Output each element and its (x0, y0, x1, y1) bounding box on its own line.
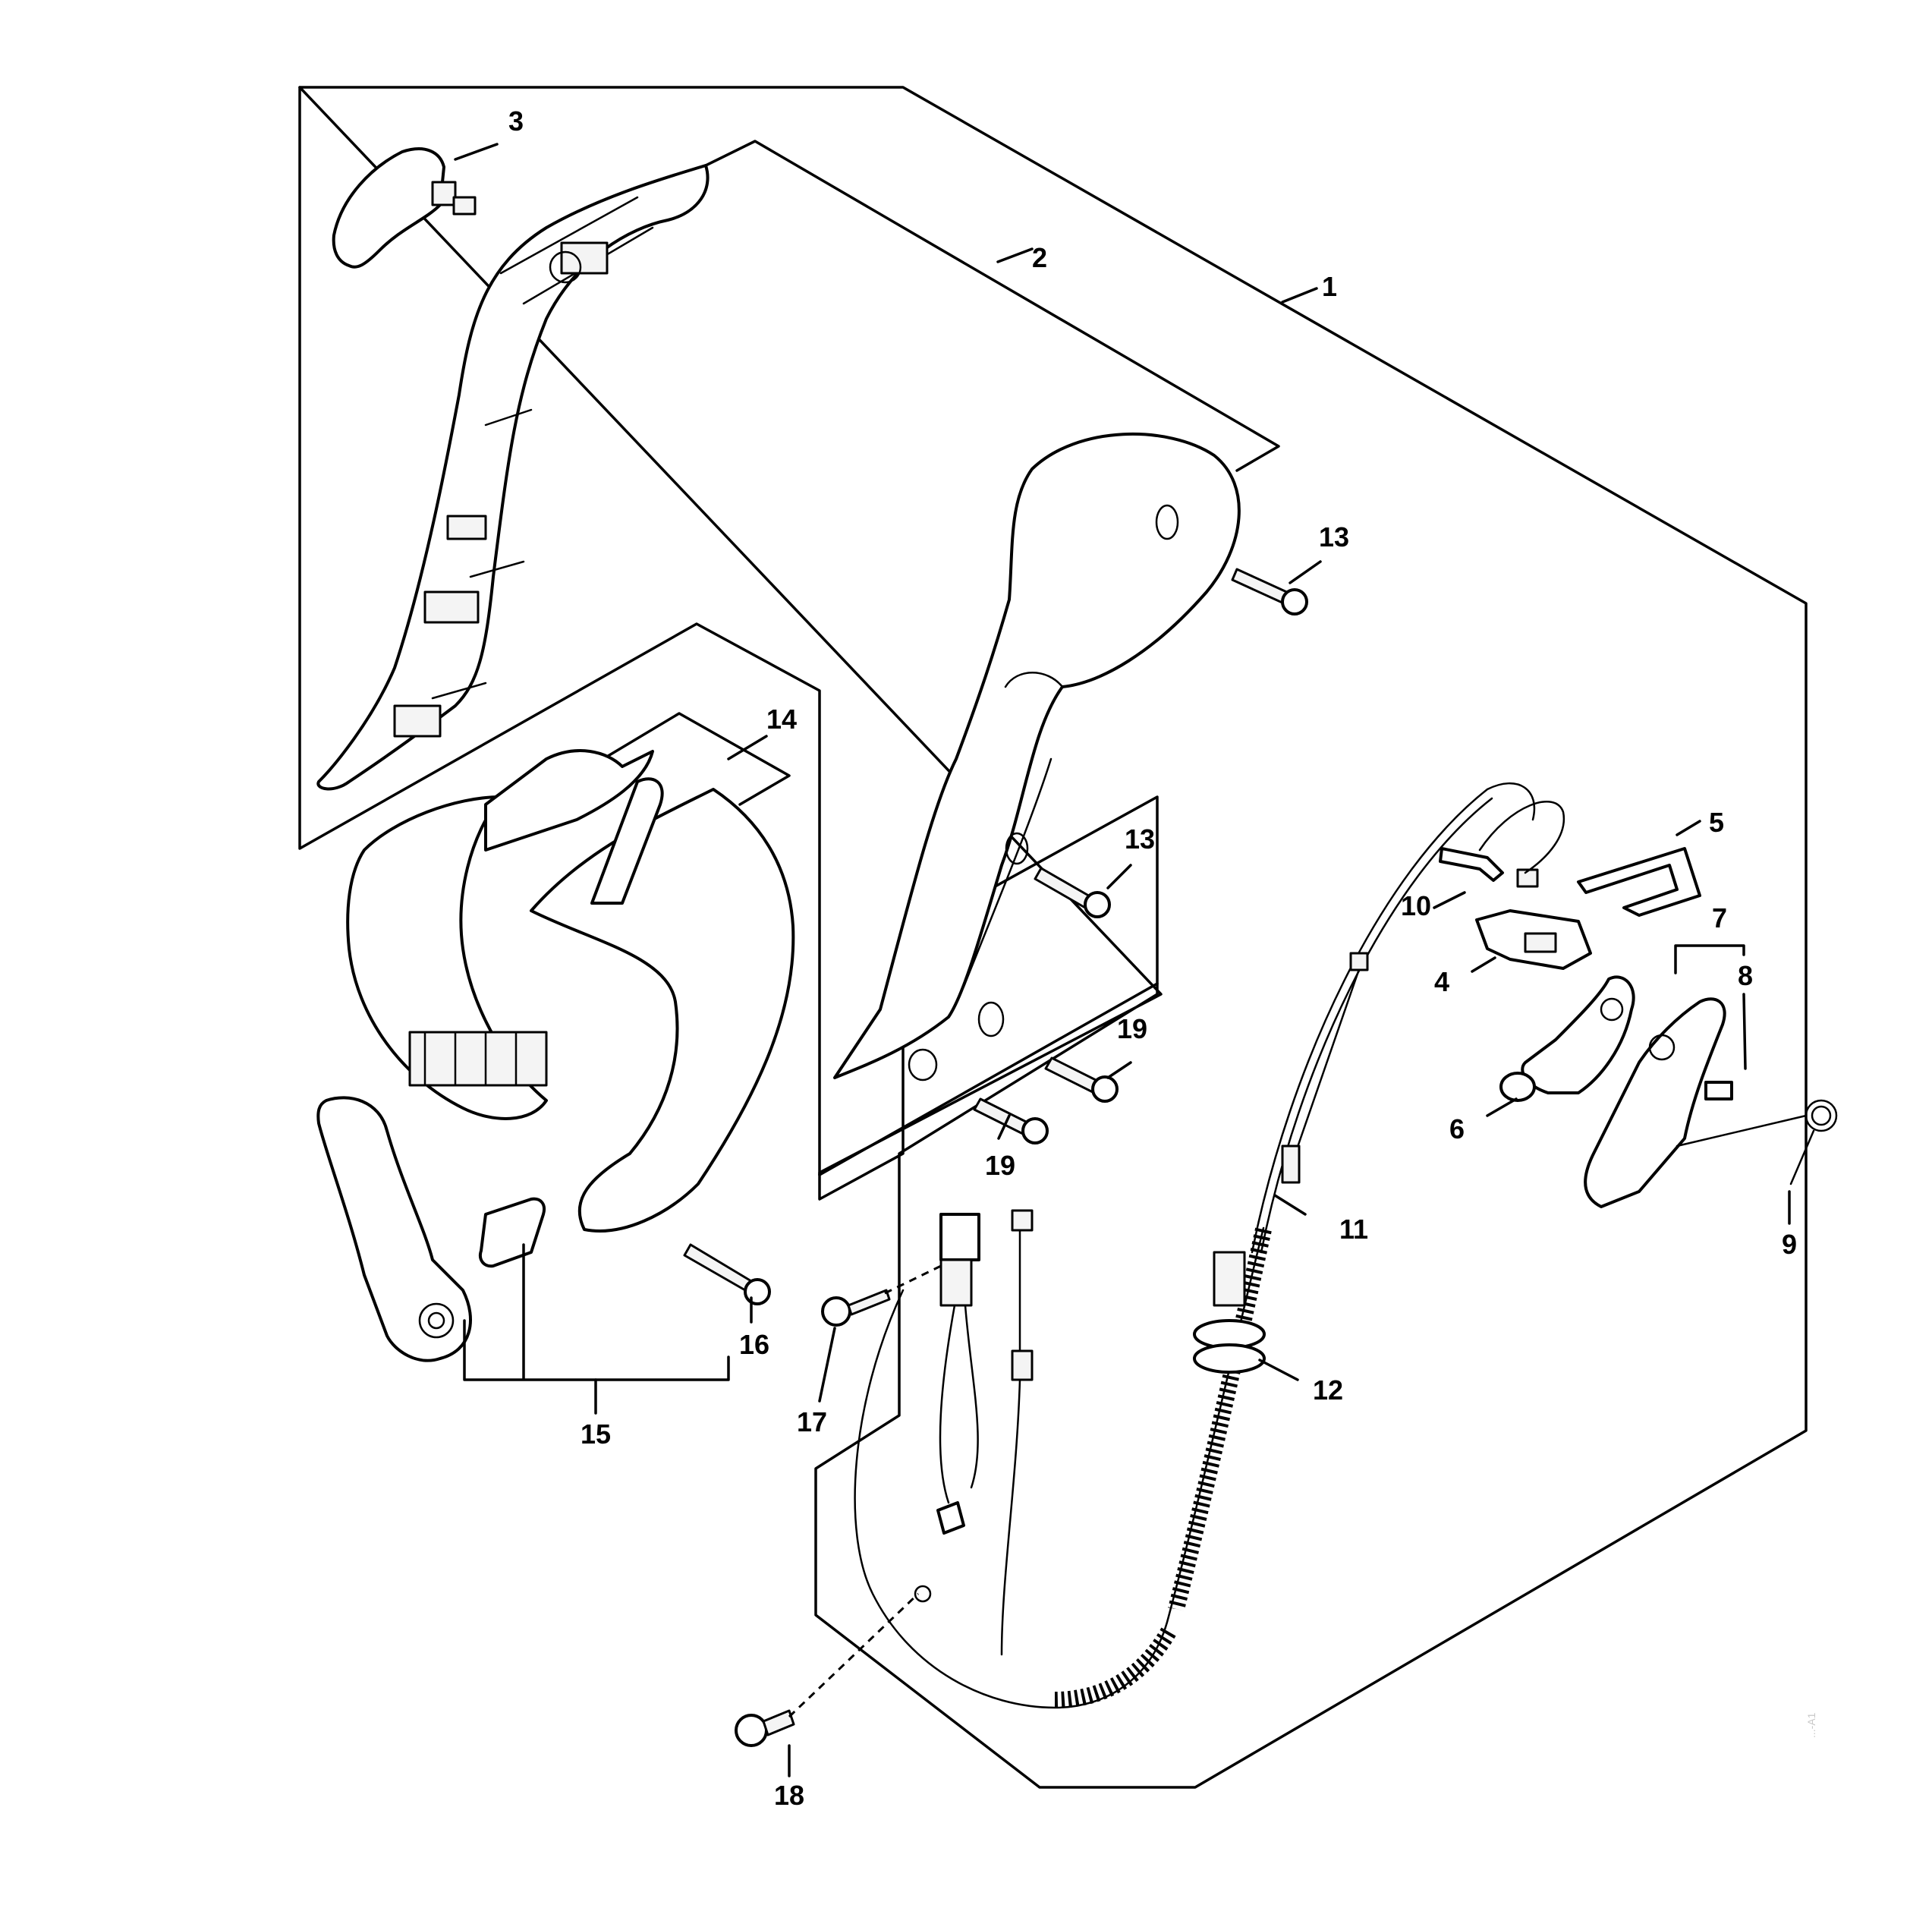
callout-15: 15 (581, 1418, 611, 1450)
callout-1: 1 (1322, 271, 1337, 302)
callout-11: 11 (1339, 1214, 1368, 1245)
handle-frame-part (316, 164, 710, 791)
throttle-cable-part-11 (1251, 782, 1536, 1254)
connector-part-10 (1439, 800, 1565, 888)
callout-labels: 3 2 1 13 14 13 10 5 7 4 8 19 6 19 11 9 1… (508, 105, 1797, 1811)
callout-17: 17 (797, 1406, 827, 1437)
callout-10: 10 (1401, 890, 1431, 921)
callout-7: 7 (1712, 902, 1727, 934)
group-outline-19 (818, 982, 1159, 1176)
clip-part-5 (1577, 847, 1701, 917)
wiring-harness-part (788, 1209, 1034, 1718)
lever-part-7 (1584, 997, 1726, 1208)
pin-part-8 (1704, 1081, 1733, 1100)
callout-3: 3 (508, 105, 524, 137)
callout-19-lower: 19 (985, 1150, 1015, 1181)
group-outline-1-upper (298, 86, 821, 1176)
group-outline-14 (604, 712, 791, 806)
screw-part-13-lower (1034, 867, 1111, 918)
callout-19-upper: 19 (1117, 1013, 1147, 1044)
screw-part-16 (683, 1243, 771, 1305)
group-outline-1 (298, 86, 1808, 1789)
switch-part-4 (1475, 909, 1592, 970)
lever-part-6 (1499, 975, 1635, 1102)
group-outline-2 (704, 140, 1280, 472)
screw-part-19-upper (1044, 1056, 1119, 1103)
bracket-housing-part-14 (346, 749, 795, 1233)
screw-part-18 (735, 1709, 795, 1747)
callout-9: 9 (1782, 1229, 1797, 1260)
lever-part-3 (332, 147, 477, 269)
callout-5: 5 (1709, 807, 1724, 838)
cable-part-12 (854, 1226, 1272, 1709)
callout-18: 18 (774, 1780, 804, 1811)
spring-part-9 (1676, 1099, 1838, 1185)
callout-14: 14 (766, 704, 797, 735)
screw-part-19-lower (973, 1097, 1049, 1144)
leader-lines (454, 143, 1791, 1777)
image-code: ...-A1 (1805, 1712, 1817, 1738)
trigger-part-15 (316, 1096, 546, 1362)
screw-part-17 (821, 1289, 891, 1327)
handle-shell-part (833, 432, 1241, 1081)
callout-13-lower: 13 (1125, 823, 1155, 855)
callout-12: 12 (1313, 1374, 1343, 1406)
callout-6: 6 (1449, 1113, 1465, 1144)
callout-16: 16 (739, 1329, 769, 1360)
callout-2: 2 (1032, 242, 1047, 273)
callout-8: 8 (1738, 960, 1753, 991)
screw-part-13-upper (1231, 568, 1308, 616)
callout-13-upper: 13 (1319, 521, 1349, 553)
callout-4: 4 (1434, 966, 1449, 997)
